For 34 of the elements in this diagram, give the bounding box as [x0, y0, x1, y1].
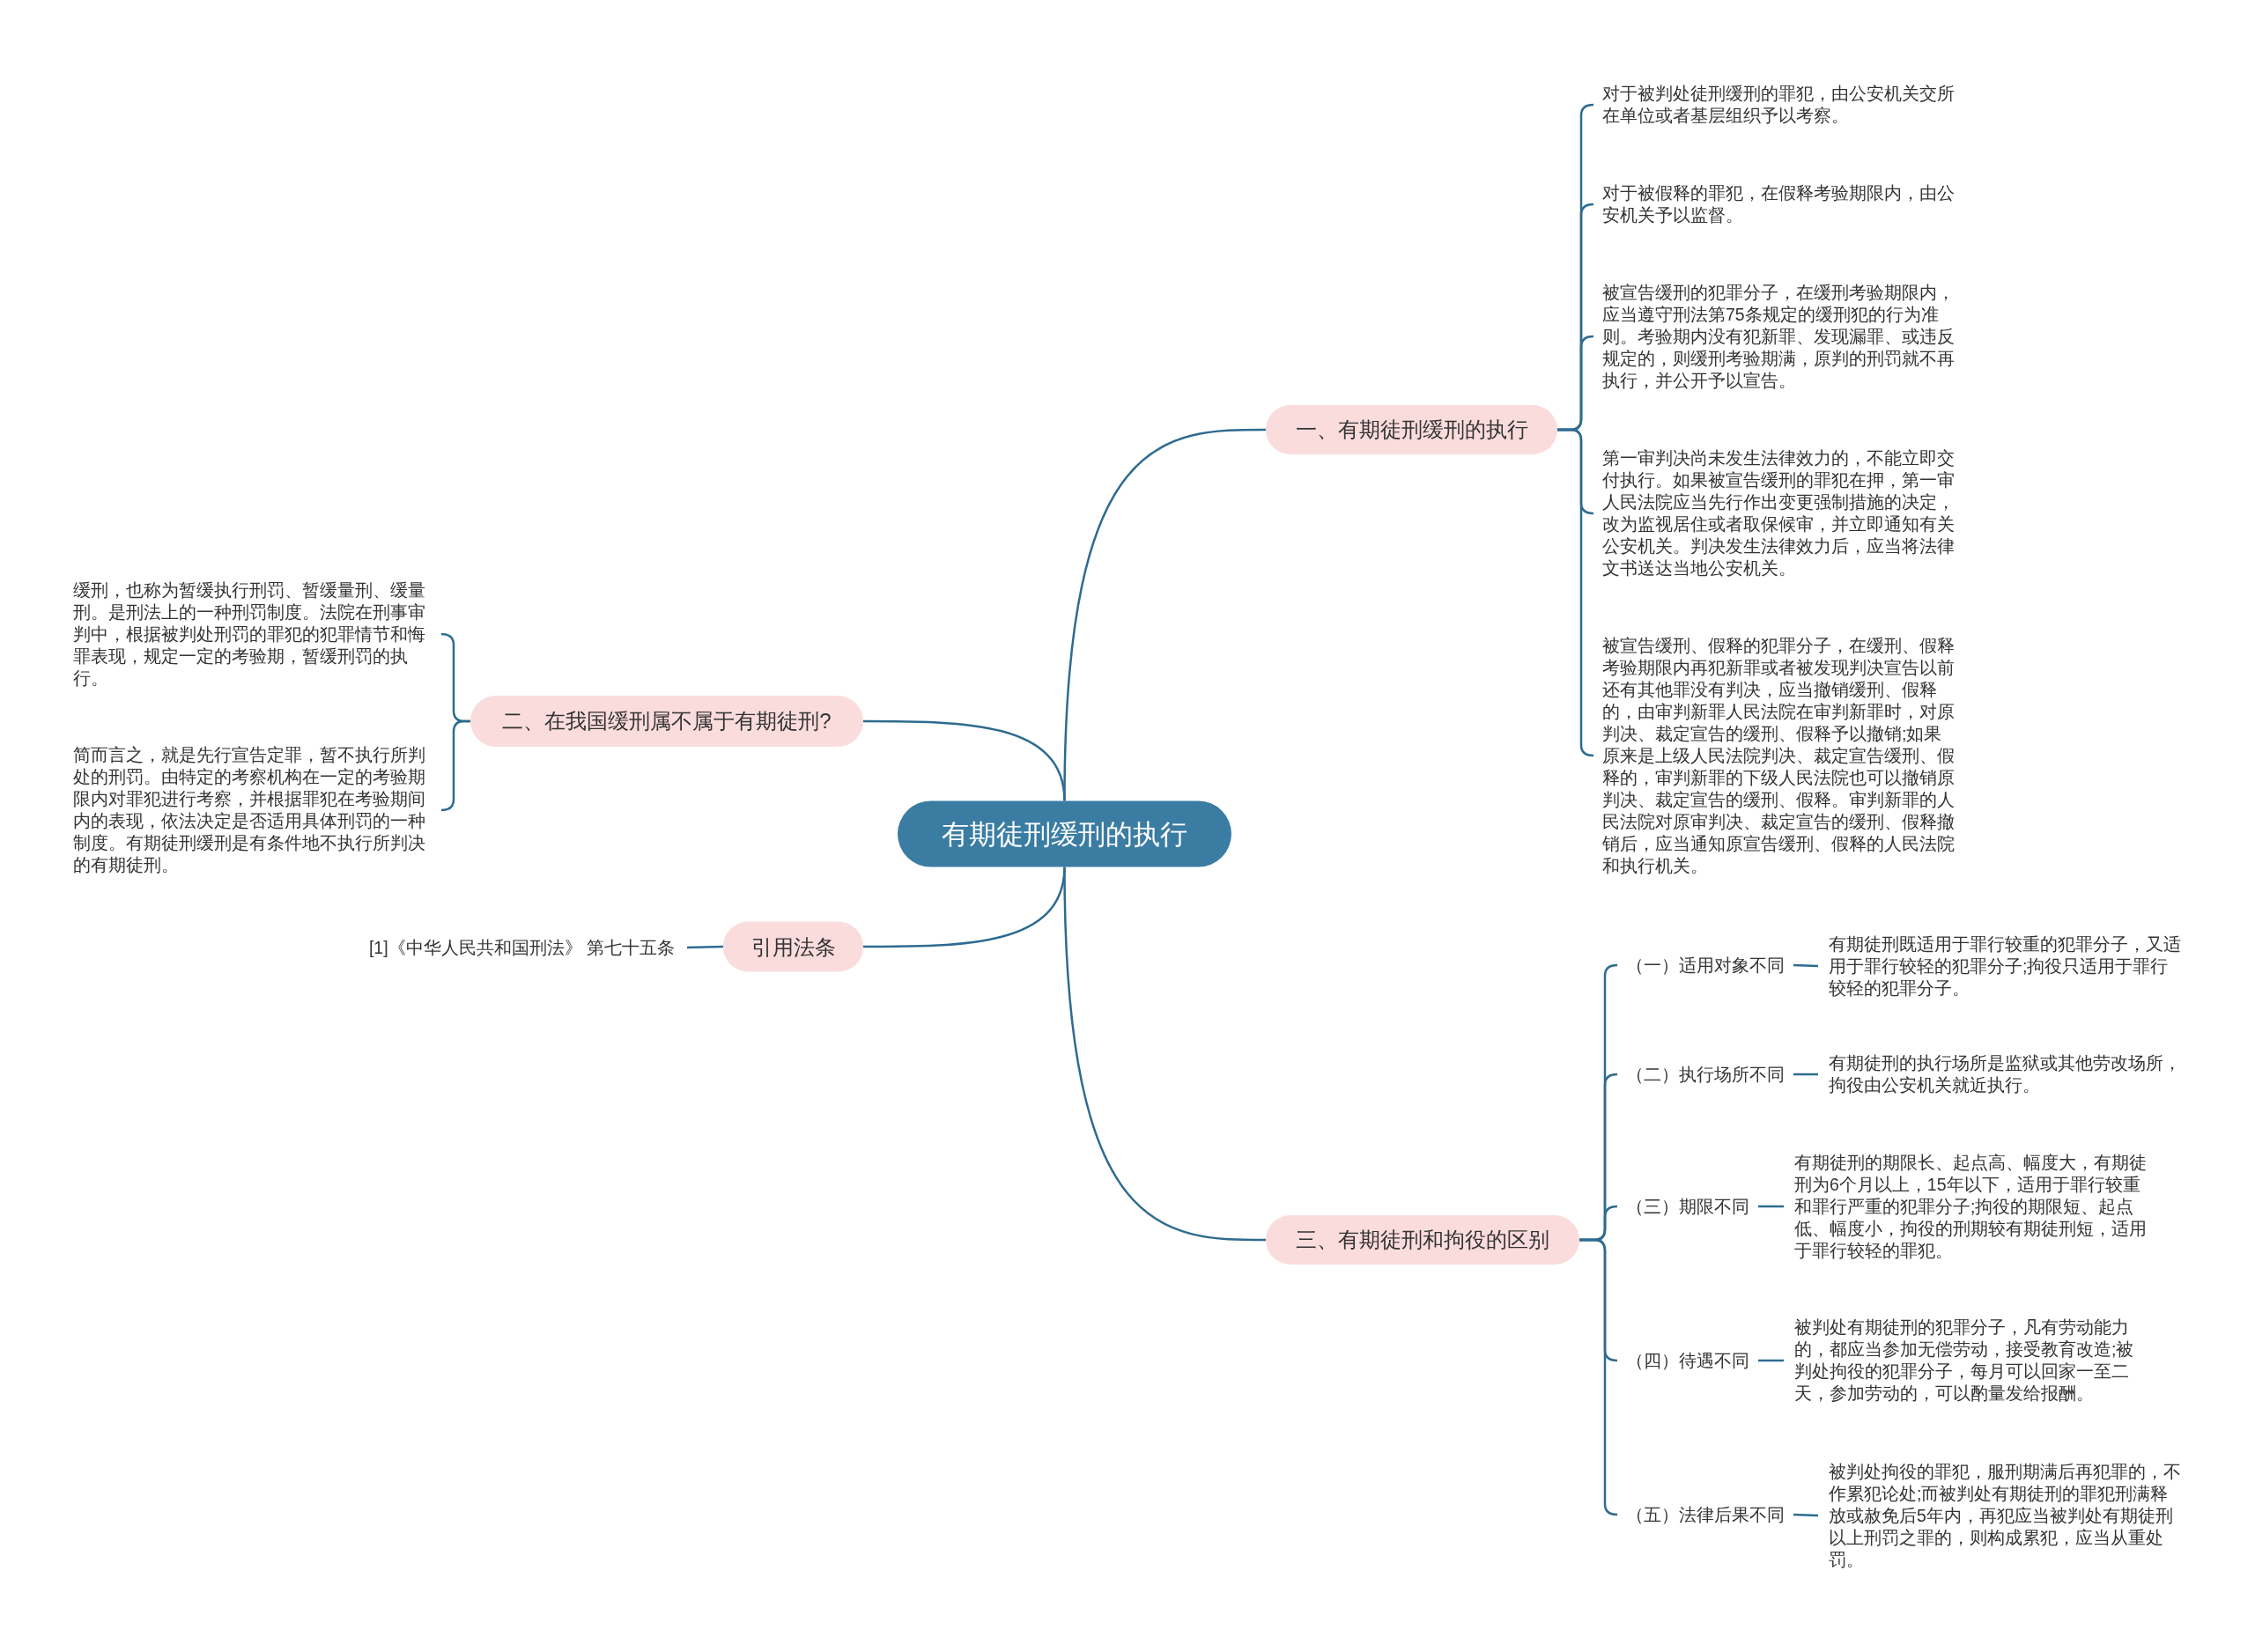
branch-topic: 引用法条 — [723, 921, 863, 972]
connector-line — [440, 719, 470, 812]
note-text: 第一审判决尚未发生法律效力的，不能立即交付执行。如果被宣告缓刑的罪犯在押，第一审人民法院应当先行作出变更强制措施的决定，改为监视居住或者取保候审，并立即通知有关公安机关。判决发生法律效力后，应当将法律文书送达当地公安机关。 — [1593, 447, 1956, 579]
connector-line — [686, 945, 724, 949]
connector-line — [863, 719, 1066, 801]
connector-line — [1758, 1205, 1784, 1208]
subtopic-text: （四）待遇不同 — [1617, 1348, 1758, 1373]
note-text: 有期徒刑的执行场所是监狱或其他劳改场所，拘役由公安机关就近执行。 — [1818, 1052, 2184, 1096]
note-text: 简而言之，就是先行宣告定罪，暂不执行所判处的刑罚。由特定的考察机构在一定的考验期限内对罪犯进行考察，并根据罪犯在考验期间内的表现，依法决定是否适用具体刑罚的一种制度。有期徒刑缓刑是有条件地不执行所判决的有期徒刑。 — [73, 744, 441, 876]
note-text: 被判处拘役的罪犯，服刑期满后再犯罪的，不作累犯论处;而被判处有期徒刑的罪犯刑满释放或赦免后5年内，再犯应当被判处有期徒刑以上刑罚之罪的，则构成累犯，应当从重处罚。 — [1818, 1460, 2184, 1571]
note-text: 被宣告缓刑的犯罪分子，在缓刑考验期限内，应当遵守刑法第75条规定的缓刑犯的行为准则。考验期内没有犯新罪、发现漏罪、或违反规定的，则缓刑考验期满，原判的刑罚就不再执行，并公开予以宣告。 — [1593, 281, 1956, 392]
connector-line — [1557, 428, 1594, 757]
branch-topic: 一、有期徒刑缓刑的执行 — [1266, 405, 1557, 454]
connector-line — [1793, 1073, 1818, 1076]
connector-line — [1579, 1238, 1618, 1516]
note-text: 被宣告缓刑、假释的犯罪分子，在缓刑、假释考验期限内再犯新罪或者被发现判决宣告以前还有其他罪没有判决，应当撤销缓刑、假释的，由审判新罪人民法院在审判新罪时，对原判决、裁定宣告的缓刑、假释予以撤销;如果原来是上级人民法院判决、裁定宣告缓刑、假释的，审判新罪的下级人民法院也可以撤销原判决、裁定宣告的缓刑、假释。审判新罪的人民法院对原审判决、裁定宣告的缓刑、假释撤销后，应当通知原宣告缓刑、假释的人民法院和执行机关。 — [1593, 634, 1956, 877]
note-text: 对于被假释的罪犯，在假释考验期限内，由公安机关予以监督。 — [1593, 182, 1956, 226]
note-text: 有期徒刑既适用于罪行较重的犯罪分子，又适用于罪行较轻的犯罪分子;拘役只适用于罪行较轻的犯罪分子。 — [1818, 933, 2184, 999]
subtopic-text: （二）执行场所不同 — [1617, 1062, 1793, 1087]
branch-topic: 三、有期徒刑和拘役的区别 — [1266, 1215, 1579, 1265]
citation-text: [1]《中华人民共和国刑法》 第七十五条 — [335, 935, 687, 960]
central-topic: 有期徒刑缓刑的执行 — [898, 800, 1231, 867]
connector-line — [1063, 867, 1266, 1242]
note-text: 有期徒刑的期限长、起点高、幅度大，有期徒刑为6个月以上，15年以下，适用于罪行较重和罪行严重的犯罪分子;拘役的期限短、起点低、幅度小，拘役的刑期较有期徒刑短，适用于罪行较轻的罪犯。 — [1784, 1151, 2149, 1262]
note-text: 被判处有期徒刑的犯罪分子，凡有劳动能力的，都应当参加无偿劳动，接受教育改造;被判处拘役的犯罪分子，每月可以回家一至二天，参加劳动的，可以酌量发给报酬。 — [1784, 1316, 2149, 1405]
subtopic-text: （五）法律后果不同 — [1617, 1502, 1793, 1527]
connector-line — [1793, 963, 1819, 968]
note-text: 对于被判处徒刑缓刑的罪犯，由公安机关交所在单位或者基层组织予以考察。 — [1593, 83, 1956, 127]
branch-topic: 二、在我国缓刑属不属于有期徒刑? — [470, 696, 863, 747]
connector-line — [1758, 1359, 1784, 1362]
note-text: 缓刑，也称为暂缓执行刑罚、暂缓量刑、缓量刑。是刑法上的一种刑罚制度。法院在刑事审判中，根据被判处刑罚的罪犯的犯罪情节和悔罪表现，规定一定的考验期，暂缓刑罚的执行。 — [73, 579, 441, 690]
connector-line — [1793, 1513, 1819, 1517]
subtopic-text: （三）期限不同 — [1617, 1194, 1758, 1219]
subtopic-text: （一）适用对象不同 — [1617, 953, 1793, 977]
